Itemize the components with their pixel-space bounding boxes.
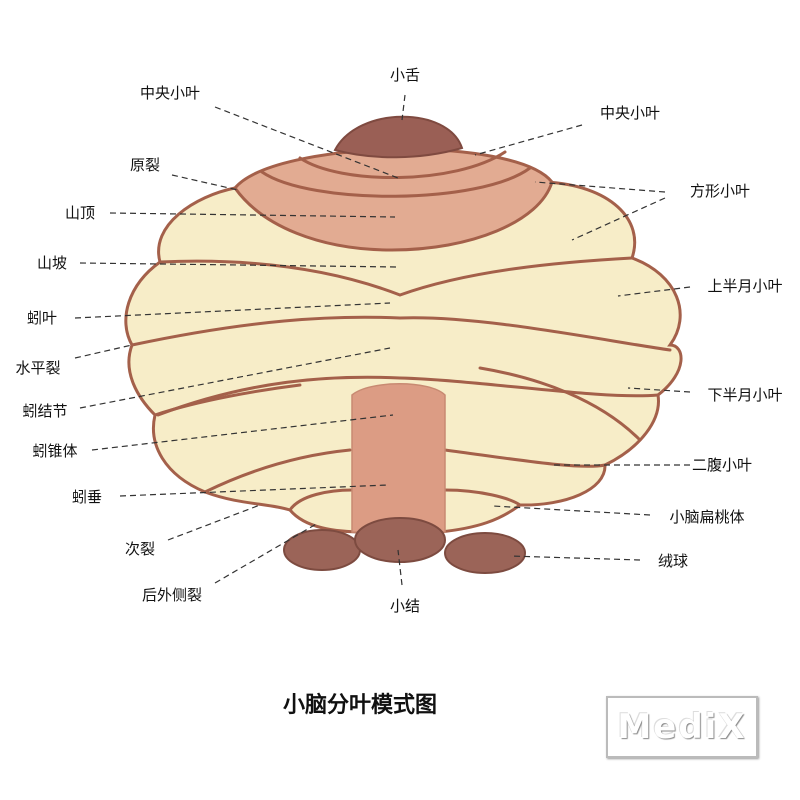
label-folium: 蚓叶 [27, 309, 57, 327]
label-posterolateral-fissure: 后外侧裂 [142, 586, 202, 604]
label-horizontal-fissure: 水平裂 [15, 359, 60, 377]
label-superior-semilunar: 上半月小叶 [707, 277, 782, 295]
flocculus-right [444, 532, 526, 574]
label-central-lobule-left: 中央小叶 [140, 84, 200, 102]
label-secondary-fissure: 次裂 [125, 540, 155, 558]
label-declive: 山坡 [37, 254, 67, 272]
label-lingula: 小舌 [390, 66, 420, 84]
label-flocculus: 绒球 [658, 552, 688, 570]
label-culmen: 山顶 [65, 204, 95, 222]
label-biventral: 二腹小叶 [692, 456, 752, 474]
label-tonsil: 小脑扁桃体 [669, 508, 744, 526]
label-primary-fissure: 原裂 [130, 156, 160, 174]
vermis-column [351, 383, 446, 533]
lingula-shape [333, 115, 464, 159]
label-central-lobule-right: 中央小叶 [600, 104, 660, 122]
label-nodule: 小结 [390, 597, 420, 615]
label-tuber: 蚓结节 [22, 402, 67, 420]
diagram-title: 小脑分叶模式图 [283, 692, 437, 718]
label-inferior-semilunar: 下半月小叶 [707, 386, 782, 404]
label-quadrangular-lobule: 方形小叶 [690, 182, 750, 200]
label-pyramid: 蚓锥体 [32, 442, 77, 460]
label-uvula: 蚓垂 [72, 488, 102, 506]
leader-lines [74, 94, 691, 586]
nodule-shape [354, 517, 446, 563]
medix-logo: MediX [606, 696, 758, 758]
